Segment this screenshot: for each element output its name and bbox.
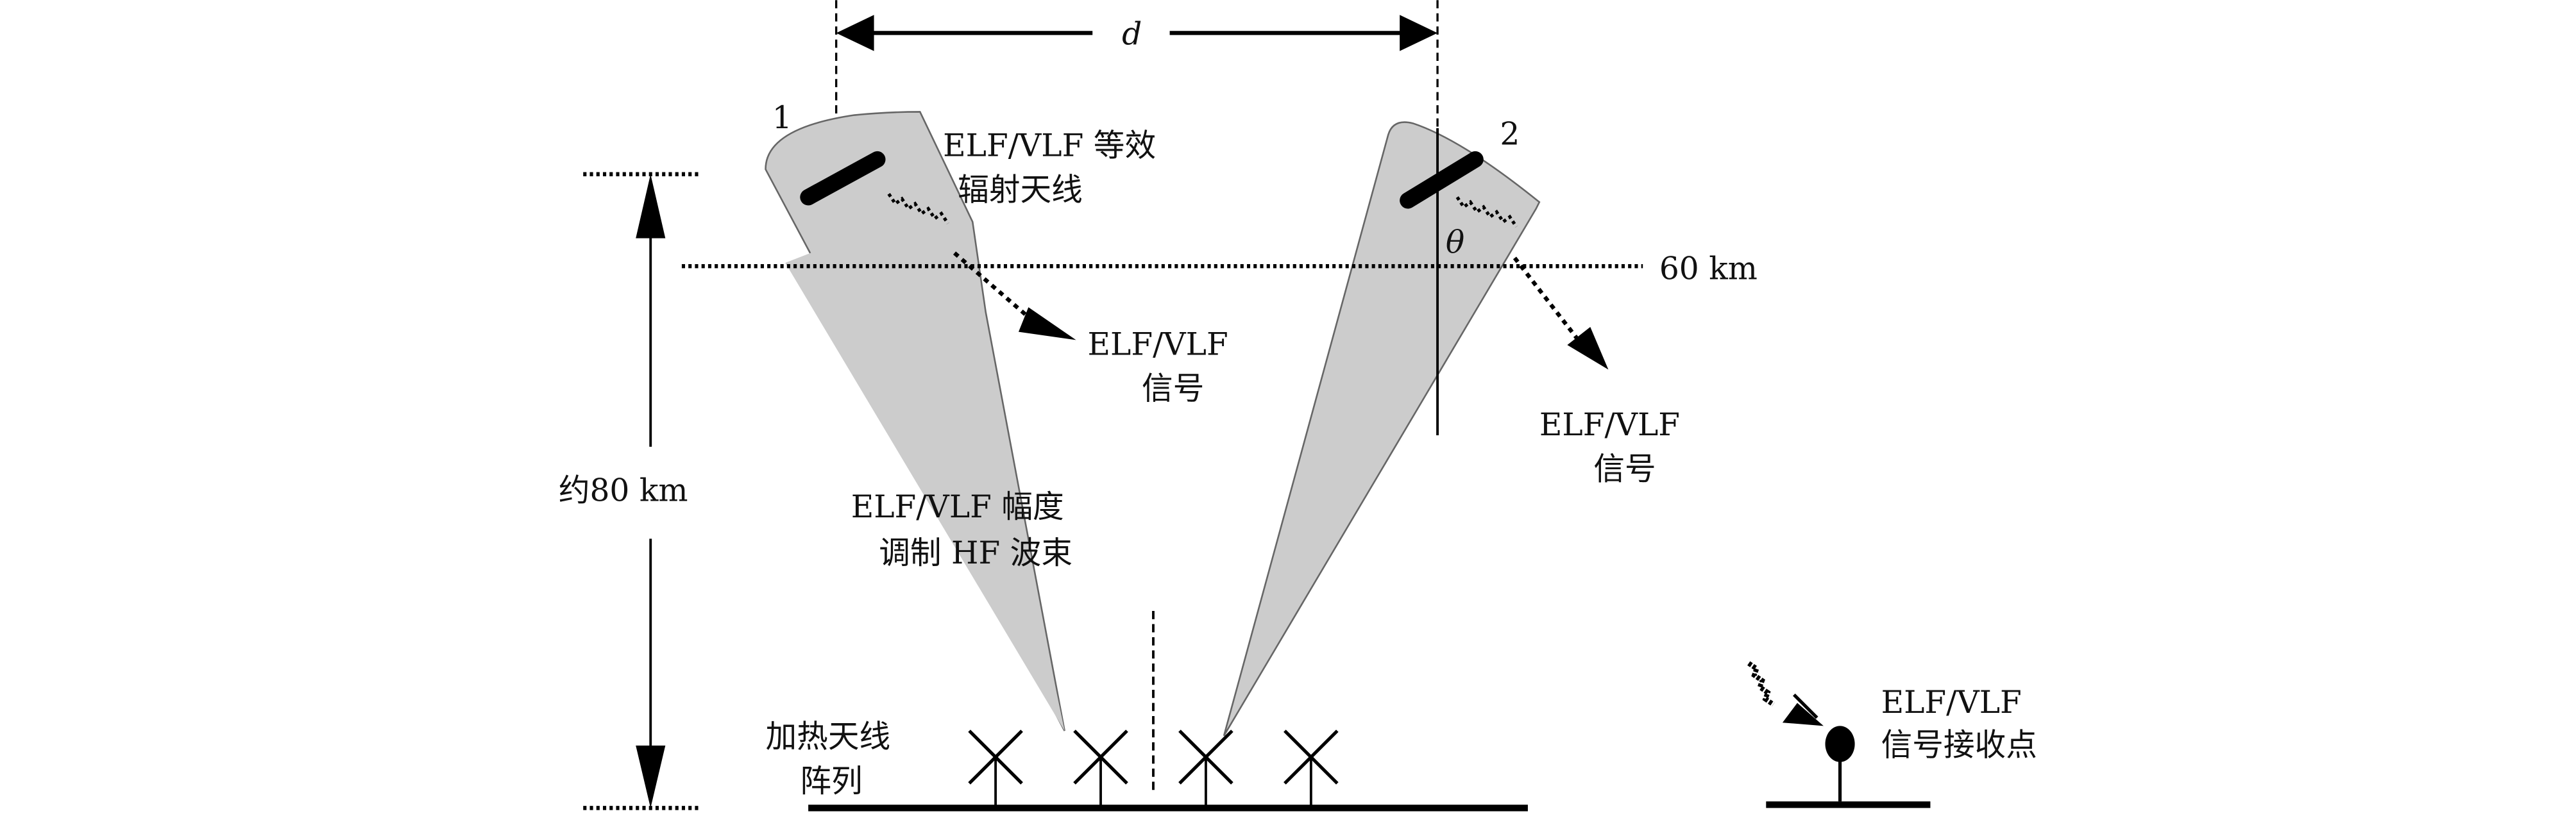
signal1-label-line2: 信号 [1142, 371, 1204, 407]
equivalent-antenna-label-line1: ELF/VLF 等效 [943, 128, 1156, 164]
receiver-point-icon [1825, 726, 1855, 762]
beam1-number: 1 [772, 100, 792, 136]
d-arrowhead-right [1400, 15, 1438, 51]
beam2-number: 2 [1500, 117, 1520, 153]
theta-label: θ [1446, 225, 1464, 261]
heater-antenna-1 [968, 730, 1023, 808]
receiver-arrowhead [1782, 703, 1824, 726]
signal-arrowhead-2 [1567, 326, 1609, 370]
height-arrowhead-up [636, 174, 666, 238]
heater-array-label-line1: 加热天线 [766, 719, 891, 755]
radiating-antenna-1 [800, 151, 886, 206]
hf-beam-1-body [785, 197, 1065, 731]
receiver-wavy-signal [1747, 661, 1775, 706]
beam-label-line2: 调制 HF 波束 [879, 535, 1072, 571]
height-arrowhead-down [636, 746, 666, 808]
wavy-signal-2 [1455, 196, 1518, 228]
signal1-label-line1: ELF/VLF [1088, 326, 1228, 362]
heater-antenna-3 [1178, 730, 1233, 808]
signal-arrow-1-line [953, 251, 1030, 319]
signal2-label-line1: ELF/VLF [1539, 407, 1680, 443]
distance-label: d [1122, 16, 1142, 52]
hf-beam-2 [1223, 121, 1541, 737]
receiver-label-line1: ELF/VLF [1881, 685, 2022, 721]
beam-label-line1: ELF/VLF 幅度 [851, 489, 1064, 525]
heater-antenna-4 [1284, 730, 1339, 808]
receiver-arrow-shaft [1793, 693, 1818, 719]
altitude-60km-label: 60 km [1659, 251, 1758, 287]
radiating-antenna-2 [1400, 151, 1484, 209]
signal2-label-line2: 信号 [1593, 451, 1656, 487]
signal-arrowhead-1 [1018, 307, 1076, 340]
height-label: 约80 km [559, 472, 688, 508]
wavy-signal-1 [887, 193, 949, 225]
equivalent-antenna-label-line2: 辐射天线 [958, 172, 1083, 208]
d-arrowhead-left [836, 15, 874, 51]
receiver-label-line2: 信号接收点 [1881, 727, 2037, 763]
heater-antenna-2 [1073, 730, 1128, 808]
signal-arrow-2-line [1513, 256, 1584, 347]
heater-array-label-line2: 阵列 [800, 764, 862, 799]
